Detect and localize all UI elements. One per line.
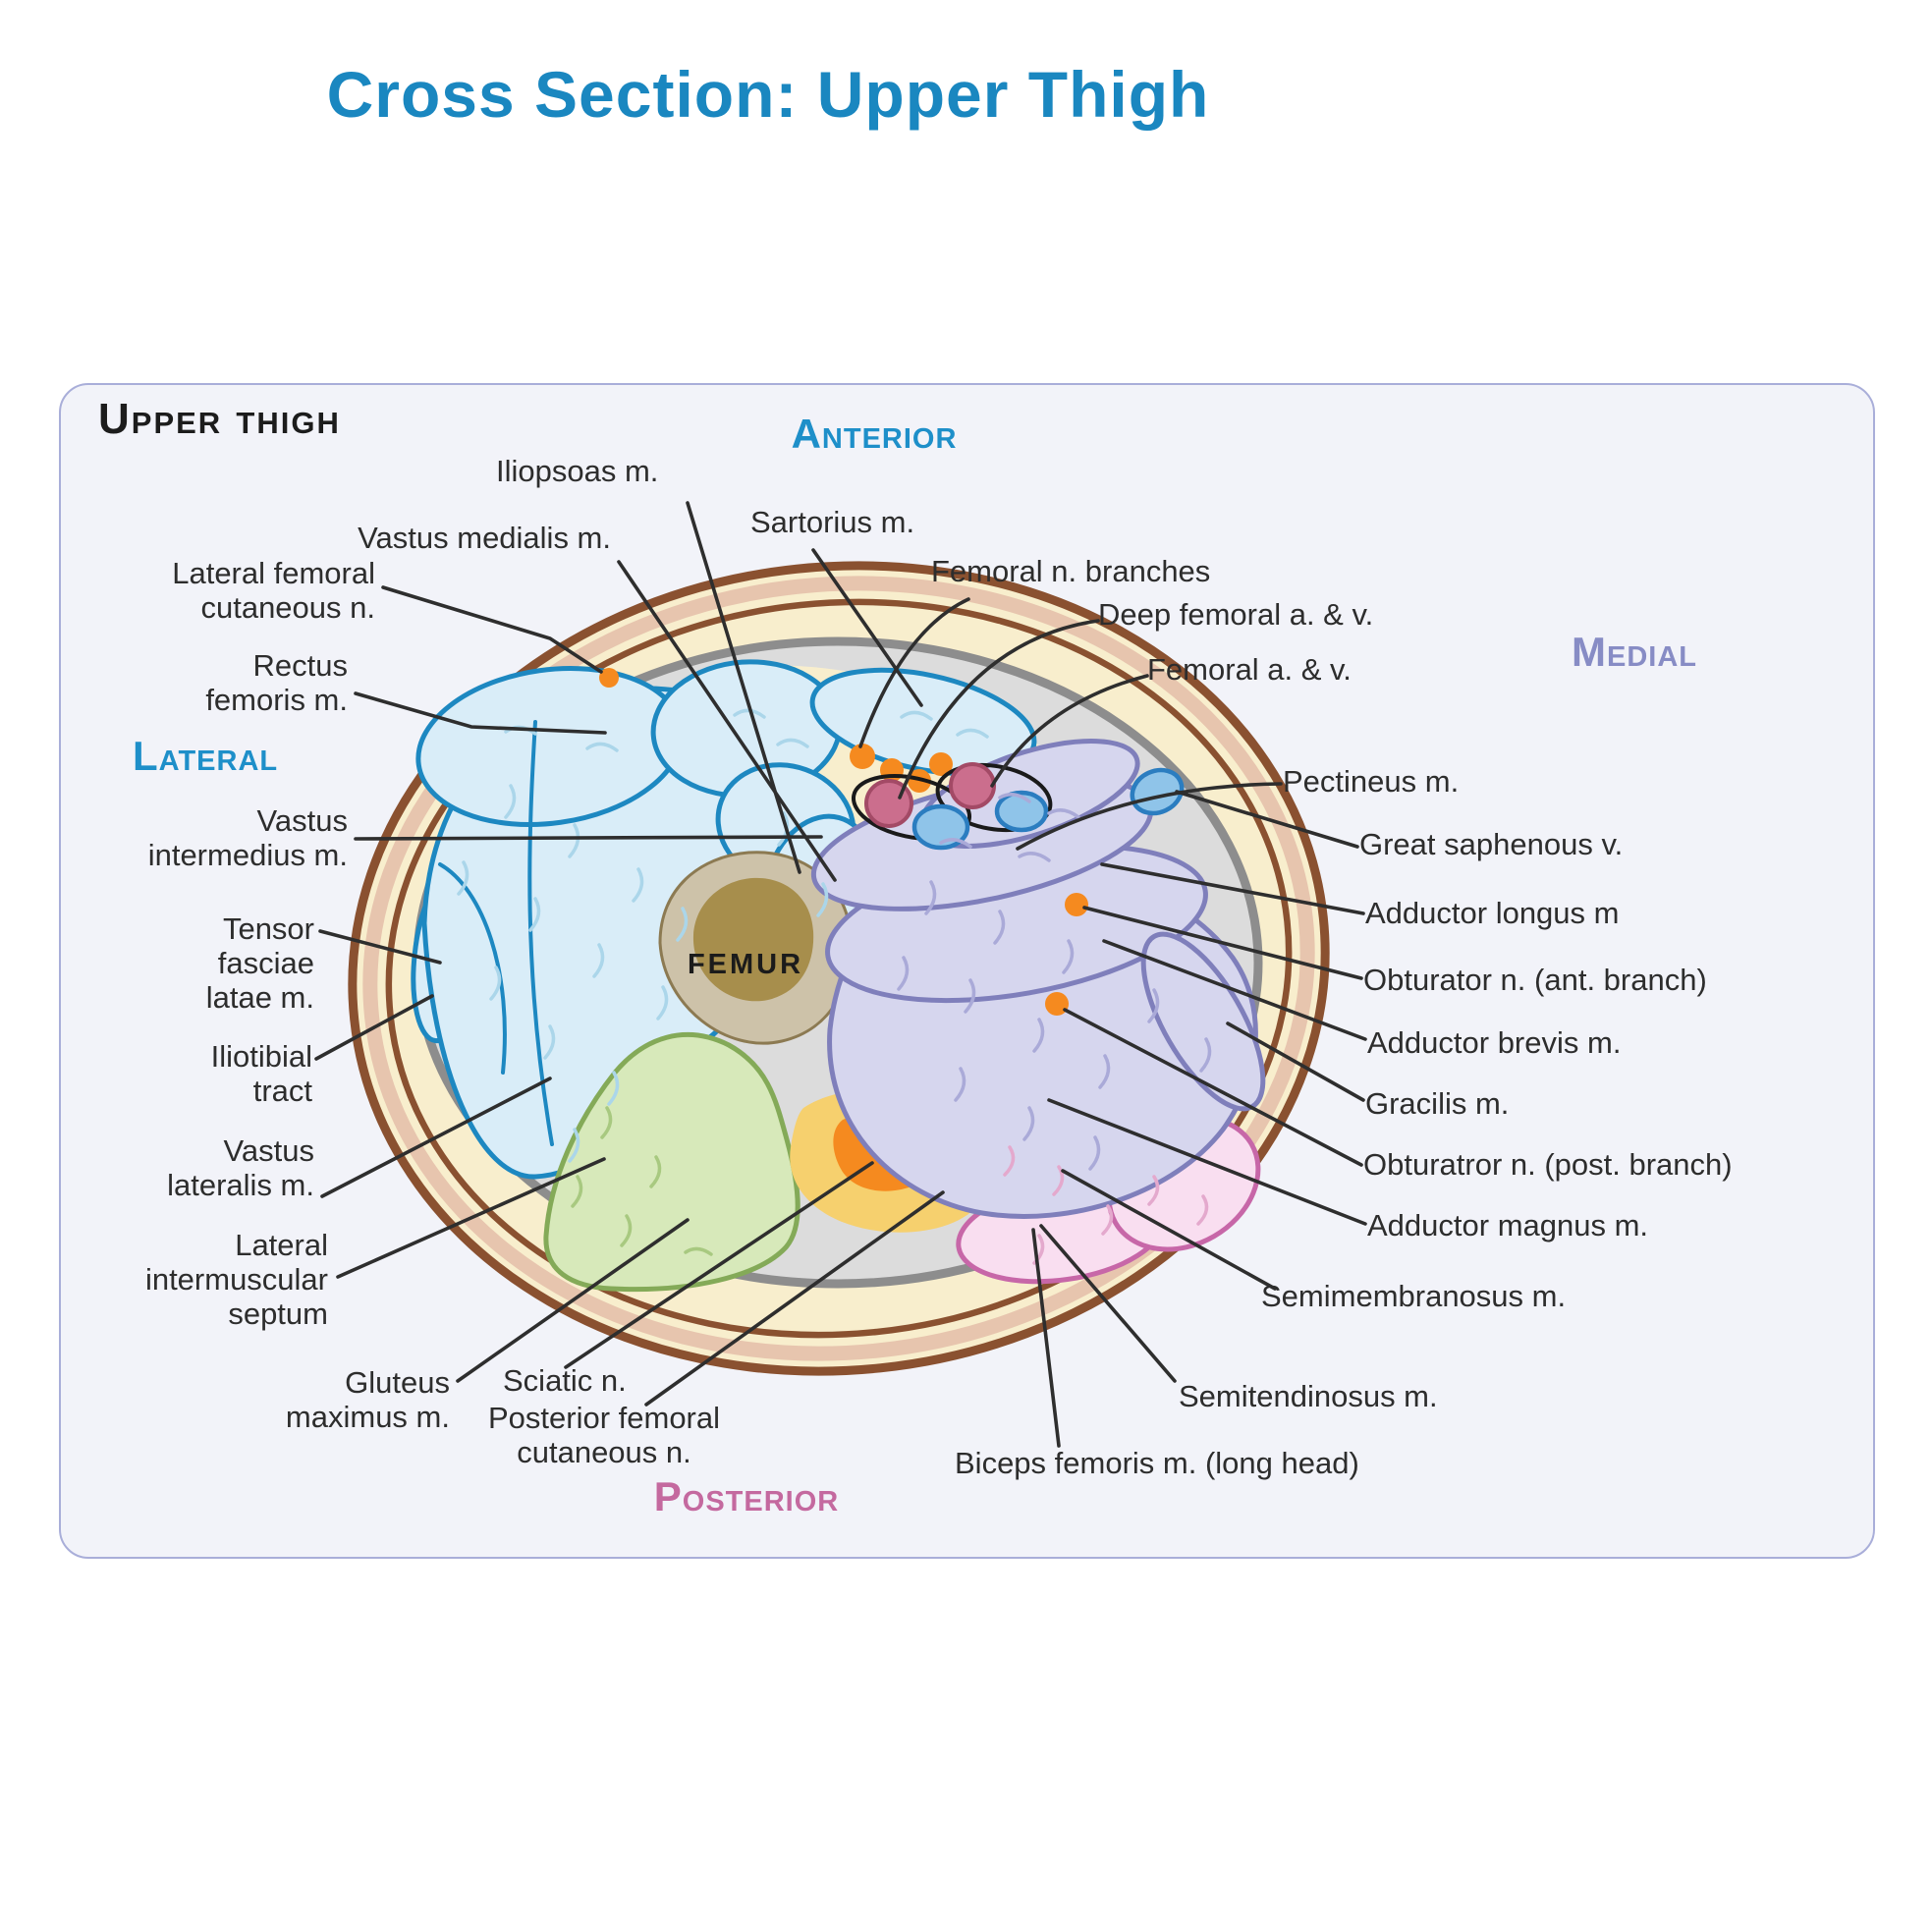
leader-semitendinosus: [1039, 1224, 1177, 1383]
direction-lateral: Lateral: [133, 733, 279, 779]
label-pectineus: Pectineus m.: [1283, 764, 1460, 799]
femoral-vein: [994, 790, 1049, 833]
leader-semimembranosus: [1061, 1169, 1277, 1291]
lateral-femoral-cutaneous-nerve: [599, 668, 619, 688]
leader-vastus-medialis: [617, 560, 837, 882]
label-adductor-brevis: Adductor brevis m.: [1367, 1025, 1622, 1060]
leader-tensor-fasciae-latae: [318, 929, 442, 965]
label-deep-femoral-av: Deep femoral a. & v.: [1098, 597, 1374, 632]
label-biceps-femoris: Biceps femoris m. (long head): [955, 1446, 1359, 1480]
gluteus-fiber-texture: [571, 1106, 713, 1256]
leader-vastus-intermedius: [354, 835, 823, 841]
label-vastus-lateralis: Vastus lateralis m.: [167, 1133, 314, 1203]
posterior-fiber-texture: [1003, 1145, 1209, 1265]
label-tensor-fasciae-latae: Tensor fasciae latae m.: [205, 911, 314, 1016]
leader-pectineus: [1016, 782, 1283, 851]
leader-deep-femoral-av: [898, 619, 1100, 800]
label-lateral-intermuscular-septum: Lateral intermuscular septum: [144, 1228, 328, 1332]
leader-adductor-magnus: [1047, 1098, 1367, 1226]
label-iliotibial-tract: Iliotibial tract: [210, 1039, 312, 1109]
label-lateral-femoral-cutaneous: Lateral femoral cutaneous n.: [172, 556, 375, 626]
femur-bone: [658, 851, 853, 1045]
label-iliopsoas: Iliopsoas m.: [496, 454, 659, 488]
leader-iliopsoas: [686, 501, 801, 874]
leader-gluteus-maximus: [456, 1218, 690, 1383]
leader-sartorius: [811, 548, 923, 707]
label-sartorius: Sartorius m.: [750, 505, 915, 539]
panel-heading: Upper thigh: [98, 395, 341, 443]
leader-great-saphenous: [1175, 790, 1359, 849]
leader-gracilis: [1226, 1021, 1365, 1102]
femur-label: FEMUR: [687, 949, 804, 980]
leader-femoral-n-branches: [858, 597, 970, 748]
leader-lateral-femoral-cutaneous: [381, 585, 603, 674]
label-sciatic: Sciatic n.: [503, 1363, 627, 1398]
medial-compartment-muscles: [810, 739, 1266, 1219]
label-obturator-ant: Obturator n. (ant. branch): [1363, 963, 1707, 997]
leader-rectus-femoris: [354, 691, 607, 735]
leader-femoral-av: [990, 674, 1149, 788]
leader-adductor-brevis: [1102, 939, 1367, 1041]
label-femoral-av: Femoral a. & v.: [1147, 652, 1352, 687]
label-semimembranosus: Semimembranosus m.: [1261, 1279, 1567, 1313]
label-obturator-post: Obturatror n. (post. branch): [1363, 1147, 1733, 1182]
label-posterior-femoral-cutaneous: Posterior femoral cutaneous n.: [487, 1401, 721, 1470]
page-title: Cross Section: Upper Thigh: [326, 58, 1210, 131]
label-great-saphenous: Great saphenous v.: [1359, 827, 1624, 861]
direction-anterior: Anterior: [791, 411, 958, 457]
label-femoral-n-branches: Femoral n. branches: [931, 554, 1211, 588]
obturator-nerve-posterior-branch: [1045, 992, 1069, 1016]
label-vastus-medialis: Vastus medialis m.: [358, 521, 611, 555]
femoral-nerve-branch-dot: [929, 752, 953, 776]
medial-fiber-texture: [897, 793, 1212, 1171]
leader-obturator-post: [1063, 1008, 1363, 1167]
label-adductor-longus: Adductor longus m: [1365, 896, 1620, 930]
leader-lines: [314, 501, 1367, 1448]
direction-medial: Medial: [1572, 629, 1697, 675]
leader-vastus-lateralis: [320, 1076, 552, 1198]
label-gluteus-maximus: Gluteus maximus m.: [285, 1365, 450, 1435]
leader-iliotibial-tract: [314, 994, 434, 1061]
leader-septum: [336, 1157, 606, 1279]
direction-posterior: Posterior: [653, 1473, 840, 1519]
deep-femoral-vessels-sheath: [851, 774, 972, 841]
leader-obturator-ant: [1082, 906, 1363, 980]
label-rectus-femoris: Rectus femoris m.: [205, 648, 348, 718]
anterior-fiber-texture: [457, 708, 989, 1163]
leader-sciatic: [564, 1161, 874, 1369]
leader-adductor-longus: [1100, 862, 1365, 915]
obturator-nerve-anterior-branch: [1065, 893, 1088, 916]
label-gracilis: Gracilis m.: [1365, 1086, 1510, 1121]
label-adductor-magnus: Adductor magnus m.: [1367, 1208, 1649, 1242]
deep-femoral-vein: [911, 803, 970, 851]
femoral-nerve-branch-dot: [850, 744, 875, 769]
femoral-vessels-sheath: [935, 762, 1053, 833]
label-vastus-intermedius: Vastus intermedius m.: [147, 803, 348, 873]
label-semitendinosus: Semitendinosus m.: [1179, 1379, 1438, 1413]
leader-posterior-femoral-cutaneous: [644, 1190, 945, 1407]
leader-biceps-femoris: [1031, 1228, 1061, 1448]
femoral-artery: [949, 762, 996, 809]
